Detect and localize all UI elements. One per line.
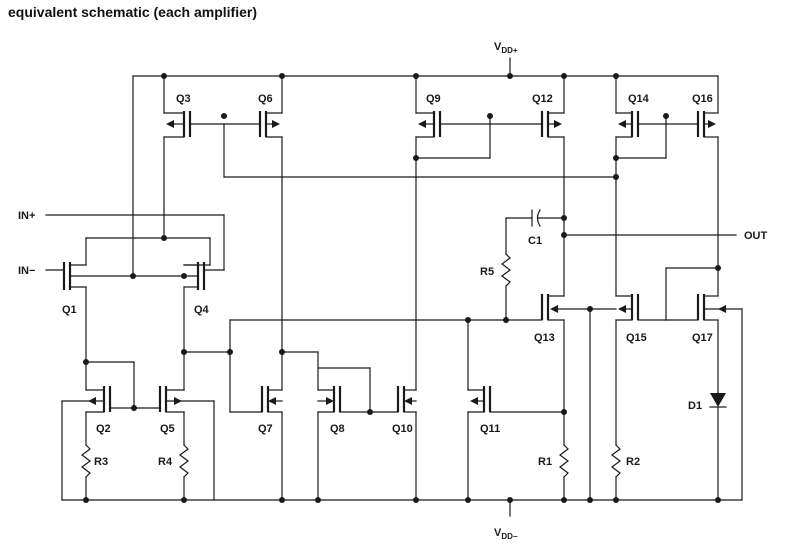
transistor-q9 [415, 75, 491, 138]
label-c1: C1 [528, 235, 542, 247]
vdd-minus-rail [61, 499, 743, 517]
transistor-q1 [45, 262, 134, 290]
pin-out-label: OUT [744, 230, 768, 242]
transistor-q3 [163, 75, 225, 138]
transistor-q4 [132, 262, 225, 290]
resistor-r1 [559, 444, 569, 501]
transistor-q12 [489, 75, 565, 138]
resistor-r5 [501, 253, 511, 287]
label-q9: Q9 [426, 93, 441, 105]
transistor-q5 [158, 386, 215, 413]
label-q11: Q11 [480, 423, 500, 435]
vdd-minus-label: VDD− [494, 527, 518, 541]
label-r5: R5 [480, 266, 494, 278]
label-r1: R1 [538, 456, 552, 468]
transistor-q7 [260, 386, 283, 501]
label-r4: R4 [158, 456, 173, 468]
resistor-r2 [611, 444, 621, 501]
label-q8: Q8 [330, 423, 345, 435]
transistor-q6 [223, 75, 283, 138]
diode-d1 [709, 393, 727, 408]
transistor-q11 [467, 386, 565, 501]
transistor-q17 [665, 294, 743, 321]
label-q15: Q15 [626, 332, 647, 344]
label-r3: R3 [94, 456, 108, 468]
resistor-r4 [179, 444, 189, 501]
label-q6: Q6 [258, 93, 273, 105]
label-q17: Q17 [692, 332, 713, 344]
pin-in-plus-label: IN+ [18, 210, 35, 222]
pin-in-minus-label: IN− [18, 265, 35, 277]
label-q7: Q7 [258, 423, 273, 435]
label-q3: Q3 [176, 93, 191, 105]
transistor-q2 [61, 386, 161, 413]
label-q2: Q2 [96, 423, 111, 435]
transistor-q14 [615, 75, 667, 138]
label-q14: Q14 [628, 93, 650, 105]
transistor-q8 [317, 386, 399, 501]
vdd-plus-label: VDD+ [494, 41, 518, 55]
label-q4: Q4 [194, 304, 210, 316]
label-q5: Q5 [160, 423, 175, 435]
capacitor-c1 [505, 209, 565, 227]
junction-dots [83, 73, 721, 503]
label-q13: Q13 [534, 332, 555, 344]
transistor-q10 [396, 386, 417, 501]
diagram-title: equivalent schematic (each amplifier) [8, 4, 257, 20]
transistor-q13 [505, 294, 617, 321]
label-q16: Q16 [692, 93, 713, 105]
transistor-q15 [615, 294, 667, 321]
label-d1: D1 [688, 400, 702, 412]
resistor-r3 [81, 444, 91, 501]
vdd-plus-rail [132, 57, 719, 77]
label-q12: Q12 [532, 93, 553, 105]
transistor-q16 [665, 75, 719, 138]
label-q10: Q10 [392, 423, 413, 435]
label-r2: R2 [626, 456, 640, 468]
label-q1: Q1 [62, 304, 77, 316]
